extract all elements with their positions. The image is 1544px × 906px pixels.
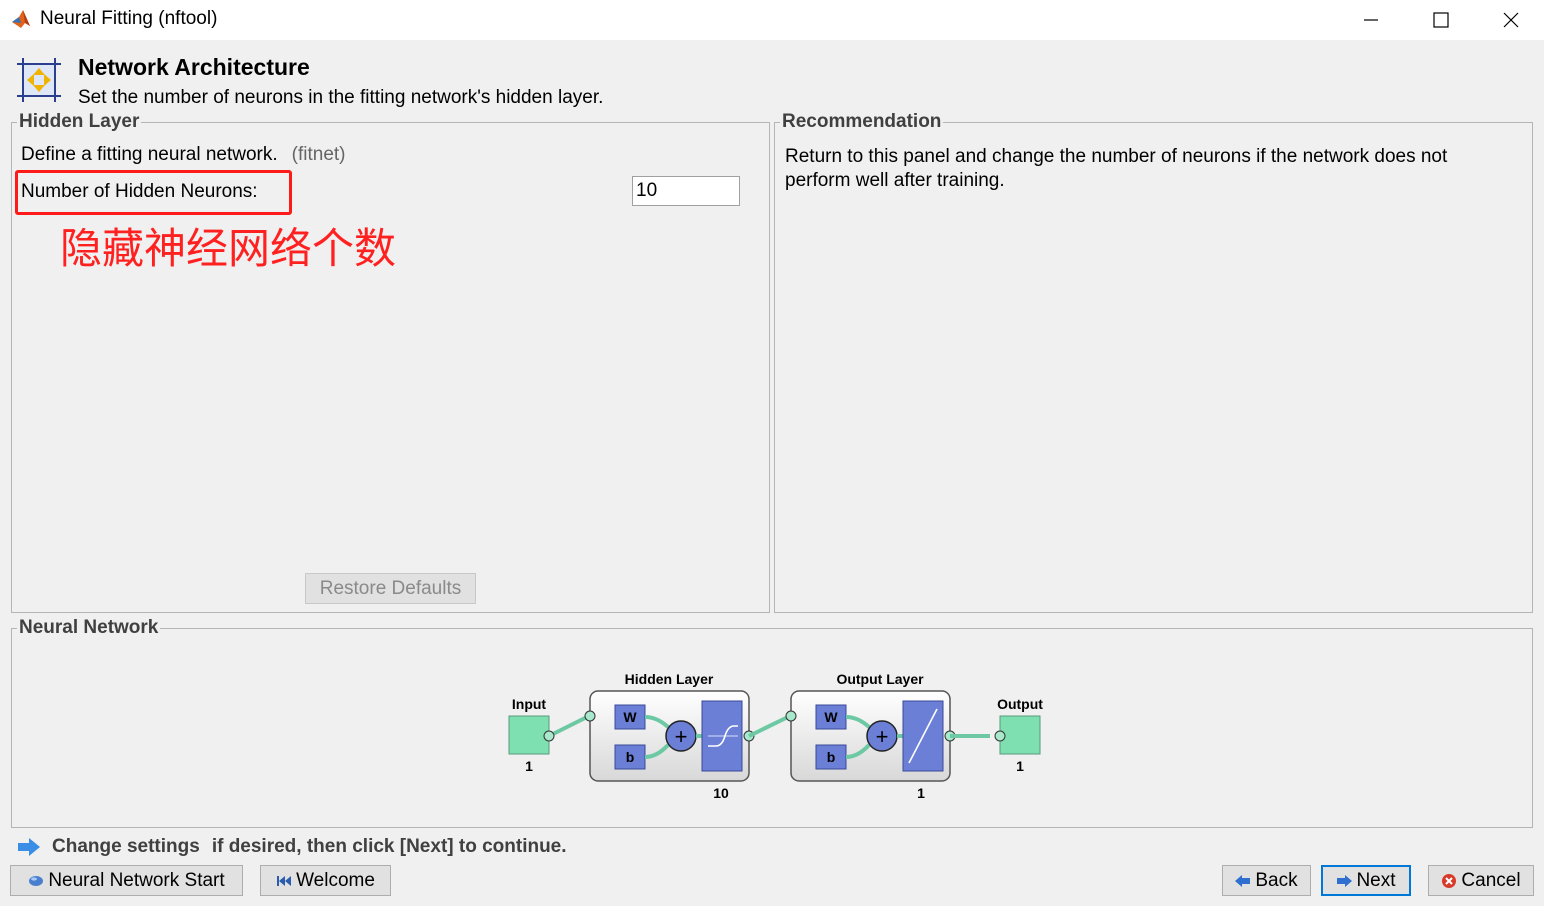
page-title: Network Architecture [78, 54, 310, 80]
welcome-button[interactable]: Welcome [260, 865, 391, 896]
output-transfer-block [902, 700, 944, 772]
neural-network-panel: Neural Network Input 1 Hidden Layer W b … [11, 617, 1533, 828]
welcome-label: Welcome [296, 869, 375, 891]
neural-network-start-button[interactable]: Neural Network Start [10, 865, 243, 896]
title-bar: Neural Fitting (nftool) [0, 0, 1544, 40]
define-network-label: Define a fitting neural network. [21, 144, 278, 165]
output-sum-label: + [876, 724, 889, 749]
define-network-text: Define a fitting neural network. (fitnet) [21, 144, 346, 166]
status-rest-text: if desired, then click [Next] to continu… [211, 836, 567, 857]
hidden-neurons-label: Number of Hidden Neurons: [21, 181, 258, 202]
hidden-bias-label: b [626, 749, 635, 765]
arrow-left-icon [1235, 874, 1251, 887]
output-weight-label: W [824, 709, 838, 725]
hidden-sum-label: + [675, 724, 688, 749]
output-node [999, 715, 1041, 755]
output-bias-label: b [827, 749, 836, 765]
maximize-icon [1433, 12, 1449, 28]
close-icon [1503, 12, 1519, 28]
diagram-output-label: Output [997, 696, 1043, 712]
rewind-icon [277, 875, 292, 886]
diagram-output-layer-size: 1 [917, 785, 925, 801]
back-label: Back [1255, 869, 1298, 891]
input-node [508, 715, 550, 755]
output-weight-block [815, 704, 847, 730]
back-button[interactable]: Back [1222, 865, 1311, 896]
network-architecture-icon [17, 58, 61, 102]
hidden-layer-panel: Hidden Layer Define a fitting neural net… [11, 111, 770, 613]
diagram-input-size: 1 [525, 758, 533, 774]
diagram-hidden-label: Hidden Layer [625, 671, 714, 687]
window-title: Neural Fitting (nftool) [40, 8, 218, 29]
annotation-highlight-box [15, 170, 292, 215]
matlab-icon [12, 10, 30, 28]
hidden-layer-panel-title: Hidden Layer [17, 111, 142, 133]
diagram-input-label: Input [512, 696, 547, 712]
next-label: Next [1356, 869, 1396, 891]
output-bias-block [815, 744, 847, 770]
hidden-neurons-input[interactable] [632, 176, 740, 206]
annotation-text: 隐藏神经网络个数 [60, 224, 397, 273]
minimize-icon [1364, 19, 1378, 21]
hidden-weight-label: W [623, 709, 637, 725]
close-button[interactable] [1476, 0, 1544, 40]
status-message: Change settings if desired, then click [… [18, 836, 567, 858]
next-button[interactable]: Next [1321, 865, 1411, 896]
maximize-button[interactable] [1406, 0, 1476, 40]
recommendation-panel: Recommendation Return to this panel and … [774, 111, 1533, 613]
diagram-output-size: 1 [1016, 758, 1024, 774]
cancel-icon [1442, 873, 1457, 888]
arrow-right-icon [1337, 874, 1353, 887]
connector-node [543, 730, 555, 742]
cancel-label: Cancel [1461, 869, 1521, 891]
minimize-button[interactable] [1336, 0, 1406, 40]
recommendation-text: Return to this panel and change the numb… [785, 146, 1448, 191]
page-subtitle: Set the number of neurons in the fitting… [78, 87, 604, 108]
diagram-hidden-size: 10 [713, 785, 729, 801]
recommendation-panel-title: Recommendation [780, 111, 944, 133]
hidden-bias-block [614, 744, 646, 770]
network-diagram: Input 1 Hidden Layer W b + 10 Output Lay… [508, 671, 1043, 801]
cancel-button[interactable]: Cancel [1428, 865, 1534, 896]
fitnet-hint: (fitnet) [291, 144, 346, 165]
nnstart-icon [29, 875, 44, 886]
neural-network-panel-title: Neural Network [17, 617, 161, 639]
status-bold-text: Change settings [52, 836, 200, 857]
restore-defaults-button[interactable]: Restore Defaults [305, 573, 476, 604]
arrow-right-icon [18, 838, 40, 856]
nnstart-label: Neural Network Start [48, 869, 225, 891]
diagram-output-layer-label: Output Layer [836, 671, 924, 687]
